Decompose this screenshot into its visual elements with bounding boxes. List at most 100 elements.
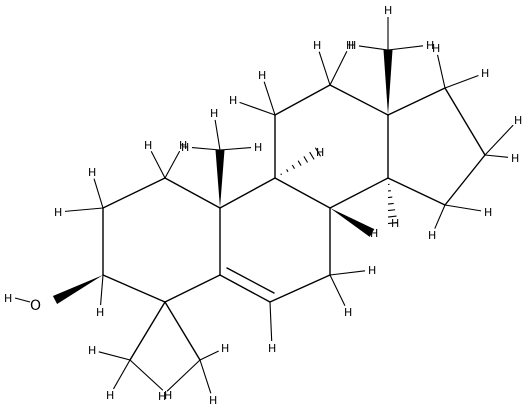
double-bond-line [226, 267, 275, 294]
hashed-bond [286, 169, 289, 173]
hydrogen-bond-line [484, 154, 509, 158]
bond-line [164, 274, 221, 303]
hydrogen-bond-line [150, 150, 166, 179]
hydrogen-label: H [158, 390, 166, 403]
hashed-bond [309, 151, 315, 160]
hydrogen-label: H [481, 67, 489, 80]
hashed-bond [291, 164, 296, 169]
hashed-bond [387, 215, 397, 218]
hydrogen-bonds [14, 17, 514, 394]
hydrogen-bond-line [93, 178, 104, 209]
hydrogen-bond-line [191, 147, 221, 151]
hydrogen-bond-line [269, 301, 273, 342]
stereo-hashes [280, 147, 399, 225]
bond-lines [102, 84, 486, 361]
hydrogen-bond-line [112, 359, 131, 390]
wedge-bond [383, 50, 393, 115]
hydrogen-bond-line [329, 274, 346, 306]
hydrogen-bond-line [239, 101, 276, 116]
hydrogen-label: H [229, 94, 237, 107]
hydrogen-label: H [88, 344, 96, 357]
hydrogen-bond-line [358, 45, 389, 51]
hydrogen-label: H [221, 342, 229, 355]
hydrogen-bond-line [329, 270, 366, 276]
bond-line [164, 177, 221, 209]
hydrogen-label: H [181, 141, 189, 154]
hydrogen-bond-line [437, 54, 446, 89]
hydrogen-label: H [88, 166, 96, 179]
hydrogen-label: H [54, 206, 62, 219]
hydrogen-bond-line [444, 204, 482, 212]
bond-line [444, 154, 486, 206]
hydrogen-label: H [313, 39, 321, 52]
hydrogen-label: H [348, 39, 356, 52]
hashed-bond [314, 147, 322, 157]
bond-line [274, 84, 331, 116]
hydrogen-label: H [164, 389, 172, 402]
hydrogen-label: H [96, 306, 104, 319]
bond-line [387, 87, 446, 116]
wedge-bond [52, 275, 103, 304]
hydrogen-label: H [144, 139, 152, 152]
hydrogen-label: H [179, 139, 187, 152]
hashed-bond [280, 173, 282, 176]
bond-line [387, 177, 446, 206]
hydrogen-label: H [514, 114, 522, 127]
bond-line [102, 274, 166, 303]
hashed-bond [297, 160, 302, 166]
hydrogen-label: H [316, 146, 324, 159]
hydrogen-label: H [344, 306, 352, 319]
hydrogen-bond-line [199, 359, 212, 394]
hashed-bond [387, 202, 394, 205]
bond-line [274, 177, 331, 209]
hydrogen-label: H [370, 227, 378, 240]
stereo-wedges [52, 50, 393, 304]
hydroxyl-hydrogen-label: H [4, 292, 12, 305]
bond-line [129, 301, 166, 361]
bond-line [219, 177, 276, 209]
hydrogen-bond-line [64, 207, 104, 212]
hydrogen-label: H [391, 217, 399, 230]
hydrogen-label: H [432, 42, 440, 55]
hydrogen-bond-line [98, 351, 131, 361]
hashed-bond [387, 221, 399, 225]
hydroxyl-bond-line [14, 297, 31, 303]
wedge-bond [330, 208, 375, 237]
hashed-bond [387, 209, 396, 212]
hydrogen-bond-line [318, 51, 331, 86]
hydrogen-bond-line [387, 45, 424, 51]
hydrogen-label: H [254, 141, 262, 154]
hydrogen-label: H [428, 229, 436, 242]
hydrogen-bond-line [214, 119, 221, 151]
bond-line [102, 177, 166, 209]
hydrogen-bond-line [166, 359, 201, 392]
hydrogen-label: H [484, 206, 492, 219]
hydrogen-label: H [346, 39, 354, 52]
hydrogen-label: H [426, 39, 434, 52]
hydrogen-label: H [209, 394, 217, 407]
bond-line [269, 274, 331, 303]
hydrogen-bond-line [100, 274, 104, 306]
hydrogen-bond-line [129, 359, 164, 391]
bond-line [329, 177, 389, 209]
hydrogen-bond-line [164, 150, 181, 179]
hydrogen-bond-line [484, 124, 514, 156]
hydrogen-label: H [210, 107, 218, 120]
hydrogen-label: H [384, 4, 392, 17]
hydrogen-label: H [511, 152, 519, 165]
bond-line [164, 301, 201, 361]
hydrogen-label: H [106, 389, 114, 402]
hydrogen-label: H [268, 342, 276, 355]
bond-line [444, 87, 486, 156]
hydrogen-bond-line [329, 51, 348, 86]
bond-line [329, 84, 389, 116]
hashed-bond [303, 156, 309, 163]
hydrogen-bond-line [263, 81, 276, 116]
hydrogen-label: H [368, 264, 376, 277]
hydrogen-label: H [258, 69, 266, 82]
hydrogen-bond-line [199, 350, 219, 361]
bond-line [219, 274, 271, 303]
wedge-bond [215, 150, 225, 208]
